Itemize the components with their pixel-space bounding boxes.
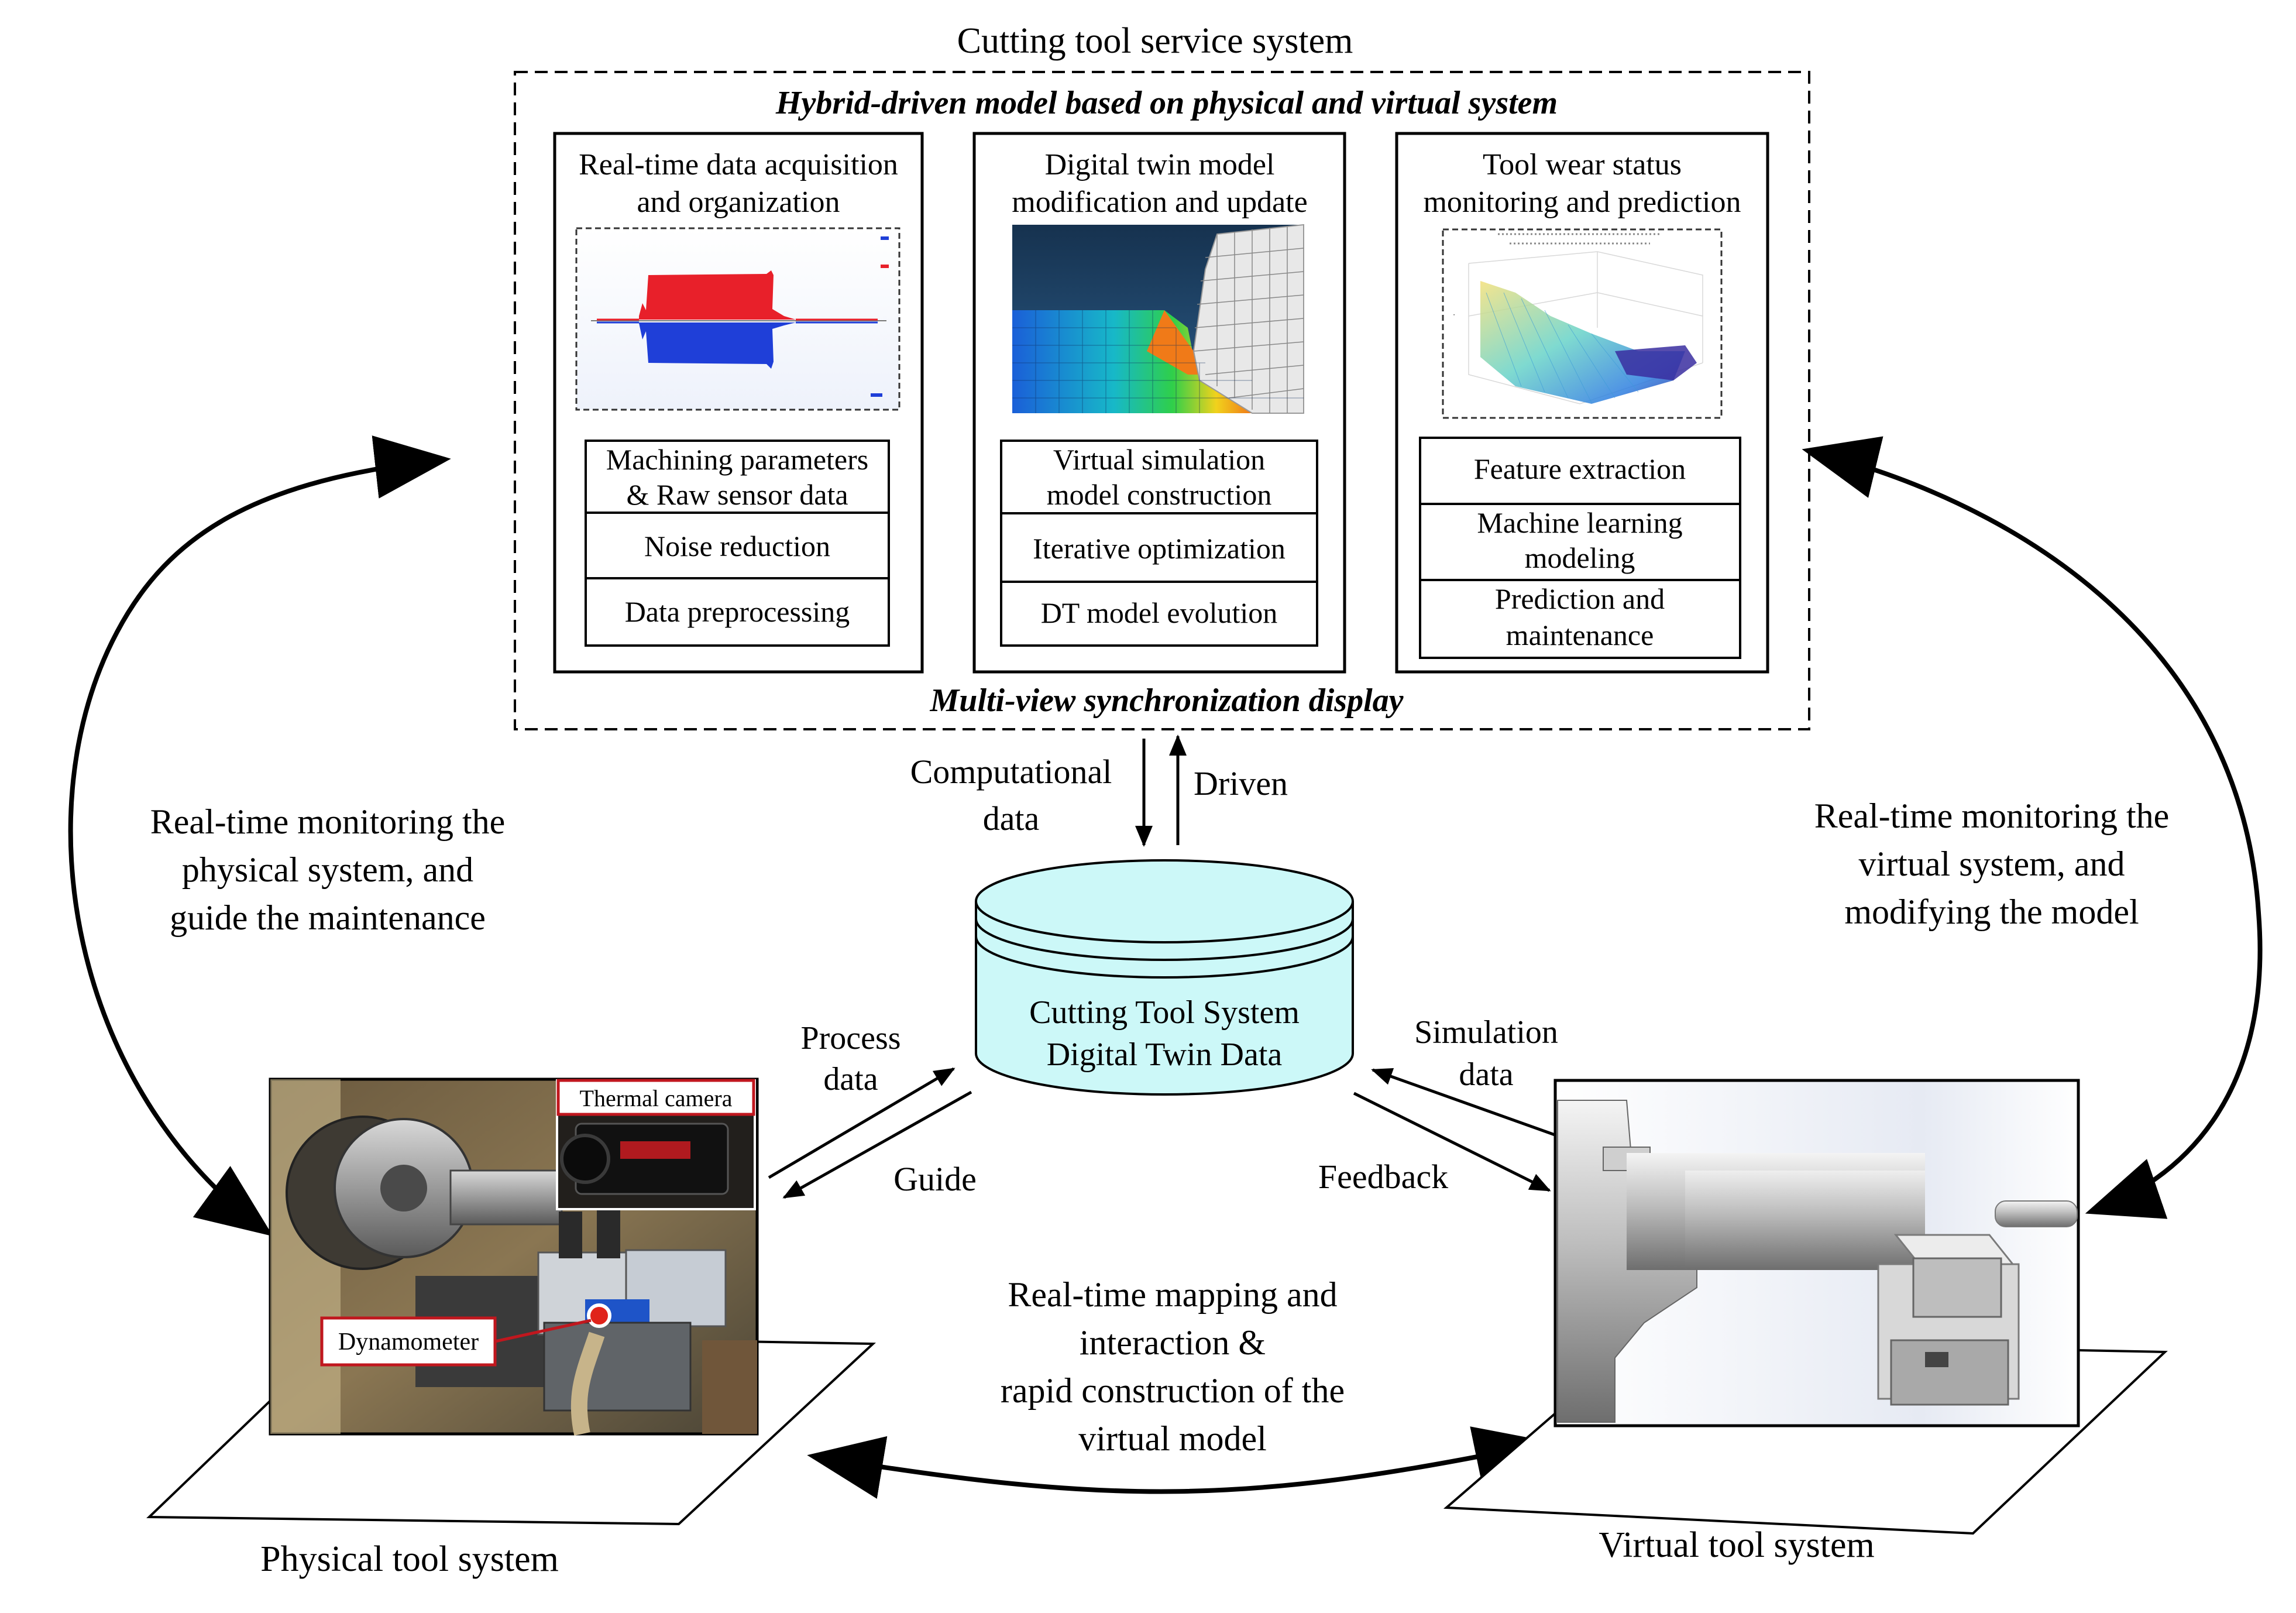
- process-data-label: Process: [800, 1020, 900, 1056]
- step-label: maintenance: [1506, 619, 1654, 651]
- module-title-line: monitoring and prediction: [1423, 186, 1741, 219]
- process-data-arrow: [768, 1067, 955, 1179]
- module-tool-wear: Tool wear status monitoring and predicti…: [1395, 132, 1769, 674]
- hybrid-driven-banner: Hybrid-driven model based on physical an…: [775, 85, 1558, 121]
- physical-caption: Physical tool system: [260, 1539, 559, 1579]
- guide-arrow: [782, 1090, 972, 1199]
- step-label: & Raw sensor data: [626, 478, 848, 511]
- virtual-caption: Virtual tool system: [1599, 1525, 1875, 1565]
- left-loop-arrow: [68, 435, 451, 1237]
- step-label: Virtual simulation: [1053, 443, 1265, 476]
- guide-label: Guide: [893, 1160, 977, 1198]
- dynamometer-callout: Dynamometer: [338, 1329, 479, 1355]
- left-loop-label: physical system, and: [182, 850, 473, 889]
- module-title-line: Digital twin model: [1045, 148, 1275, 181]
- sensor-signal-chart: [575, 227, 900, 411]
- step-list: Virtual simulation model construction It…: [1000, 440, 1318, 647]
- right-loop-label: modifying the model: [1844, 893, 2139, 931]
- multi-view-banner: Multi-view synchronization display: [930, 682, 1404, 719]
- step-label: Data preprocessing: [625, 595, 850, 628]
- mapping-label: virtual model: [1078, 1419, 1267, 1458]
- signal-blue-trace: [597, 321, 878, 369]
- step-list: Feature extraction Machine learning mode…: [1419, 437, 1741, 659]
- computational-data-label: Computational: [910, 753, 1112, 791]
- right-loop-arrow: [1802, 436, 2263, 1219]
- virtual-machine-render: [1553, 1079, 2080, 1427]
- service-system-dashed-frame: [514, 71, 1810, 730]
- tool-mesh-grid: [1193, 226, 1304, 413]
- left-loop-label: guide the maintenance: [170, 898, 486, 937]
- step-label: model construction: [1047, 478, 1272, 511]
- step-label: Noise reduction: [644, 530, 830, 562]
- mapping-label: interaction &: [1080, 1323, 1266, 1362]
- dynamometer-marker: [587, 1303, 611, 1328]
- database-label-line: Digital Twin Data: [1047, 1037, 1283, 1073]
- step-label: Feature extraction: [1474, 452, 1686, 485]
- process-data-label: data: [823, 1061, 878, 1097]
- wear-prediction-surface-plot: ·: [1442, 228, 1723, 419]
- step-list: Machining parameters & Raw sensor data N…: [585, 440, 890, 647]
- computational-data-label: data: [983, 799, 1040, 838]
- simulation-data-arrow: [1371, 1068, 1557, 1137]
- virtual-tool-system: Virtual tool system: [1443, 1079, 2168, 1565]
- mapping-label: rapid construction of the: [1001, 1371, 1345, 1410]
- right-loop-label: Real-time monitoring the: [1814, 797, 2170, 835]
- fea-simulation-image: [1012, 224, 1304, 414]
- module-title-line: modification and update: [1012, 186, 1307, 219]
- left-loop-label: Real-time monitoring the: [150, 802, 506, 841]
- module-digital-twin-model: Digital twin model modification and upda…: [972, 132, 1346, 674]
- physical-tool-system: Thermal camera Dynamometer Physical tool…: [146, 1077, 877, 1579]
- module-title-line: Tool wear status: [1483, 148, 1682, 181]
- step-label: Iterative optimization: [1033, 532, 1286, 565]
- module-data-acquisition: Real-time data acquisition and organizat…: [553, 132, 924, 674]
- driven-label: Driven: [1194, 764, 1288, 802]
- mapping-label: Real-time mapping and: [1008, 1275, 1337, 1314]
- feedback-arrow: [1353, 1092, 1551, 1192]
- module-title-line: Real-time data acquisition: [579, 148, 898, 181]
- database-label-line: Cutting Tool System: [1029, 994, 1300, 1031]
- step-label: Machining parameters: [606, 443, 868, 476]
- digital-twin-database: Cutting Tool System Digital Twin Data: [975, 859, 1354, 1096]
- dynamometer-leader-line: [494, 1319, 592, 1343]
- physical-machine-photo: Thermal camera Dynamometer: [269, 1077, 759, 1436]
- service-system-title: Cutting tool service system: [957, 21, 1353, 61]
- step-label: DT model evolution: [1041, 596, 1278, 629]
- thermal-camera-callout: Thermal camera: [580, 1085, 733, 1111]
- module-title-line: and organization: [637, 186, 840, 219]
- simulation-data-label: data: [1459, 1056, 1513, 1093]
- step-label: Machine learning: [1477, 506, 1682, 539]
- step-label: modeling: [1525, 541, 1635, 574]
- right-loop-label: virtual system, and: [1859, 845, 2125, 883]
- step-label: Prediction and: [1495, 582, 1665, 615]
- simulation-data-label: Simulation: [1414, 1014, 1558, 1051]
- bottom-bidirectional-arrow: [807, 1426, 1551, 1499]
- feedback-label: Feedback: [1318, 1158, 1448, 1196]
- signal-red-trace: [597, 270, 878, 321]
- axis-tick: ·: [1450, 314, 1459, 316]
- workpiece-mesh-grid: [1012, 310, 1304, 413]
